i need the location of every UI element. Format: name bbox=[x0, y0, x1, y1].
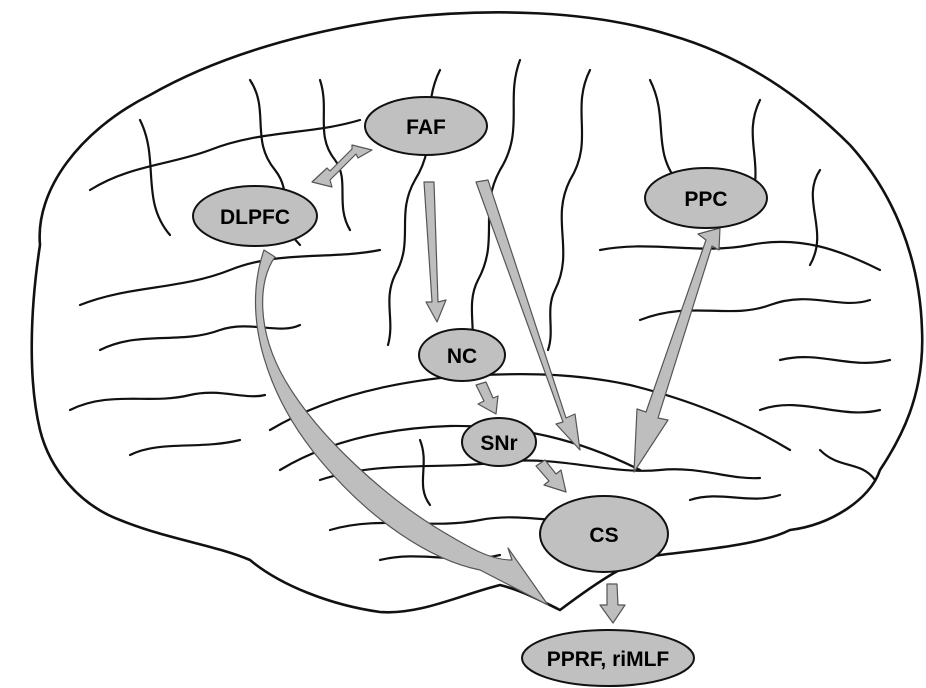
arrow-ppc-cs-bidirectional bbox=[634, 228, 720, 472]
parietal-fold-4 bbox=[640, 299, 870, 320]
arrow-cs-pprf bbox=[600, 584, 625, 623]
temporal-fold-3 bbox=[690, 495, 780, 500]
brain-outline bbox=[32, 12, 923, 612]
node-snr: SNr bbox=[462, 418, 536, 466]
node-dlpfc: DLPFC bbox=[193, 186, 317, 246]
node-snr-label: SNr bbox=[480, 432, 517, 455]
parietal-fold-3 bbox=[810, 170, 820, 265]
inferior-frontal-sulcus bbox=[80, 250, 380, 305]
intraparietal-sulcus bbox=[600, 242, 880, 270]
node-pprf-rimlf-label: PPRF, riMLF bbox=[547, 648, 670, 671]
node-dlpfc-label: DLPFC bbox=[220, 206, 290, 229]
node-nc: NC bbox=[419, 329, 505, 381]
node-faf: FAF bbox=[365, 97, 487, 155]
node-ppc-label: PPC bbox=[684, 188, 727, 211]
temporal-fold-2 bbox=[420, 440, 430, 505]
frontal-gyrus-fold-1 bbox=[140, 120, 170, 235]
brain-illustration bbox=[32, 12, 923, 612]
arrow-nc-snr bbox=[476, 382, 498, 414]
arrow-snr-cs bbox=[536, 460, 566, 492]
occipital-fold-3 bbox=[820, 450, 875, 480]
node-nc-label: NC bbox=[447, 345, 477, 368]
occipital-fold-1 bbox=[780, 357, 890, 363]
frontal-gyrus-fold-4 bbox=[70, 393, 265, 410]
parietal-fold-1 bbox=[650, 80, 680, 185]
node-faf-label: FAF bbox=[406, 116, 446, 139]
postcentral-sulcus bbox=[548, 70, 590, 350]
node-cs: CS bbox=[540, 496, 668, 572]
occipital-fold-2 bbox=[760, 405, 880, 412]
node-ppc: PPC bbox=[645, 168, 767, 228]
arrow-faf-nc bbox=[424, 182, 446, 322]
frontal-gyrus-fold-5 bbox=[130, 440, 240, 455]
node-cs-label: CS bbox=[589, 524, 618, 547]
node-pprf-rimlf: PPRF, riMLF bbox=[522, 630, 694, 686]
